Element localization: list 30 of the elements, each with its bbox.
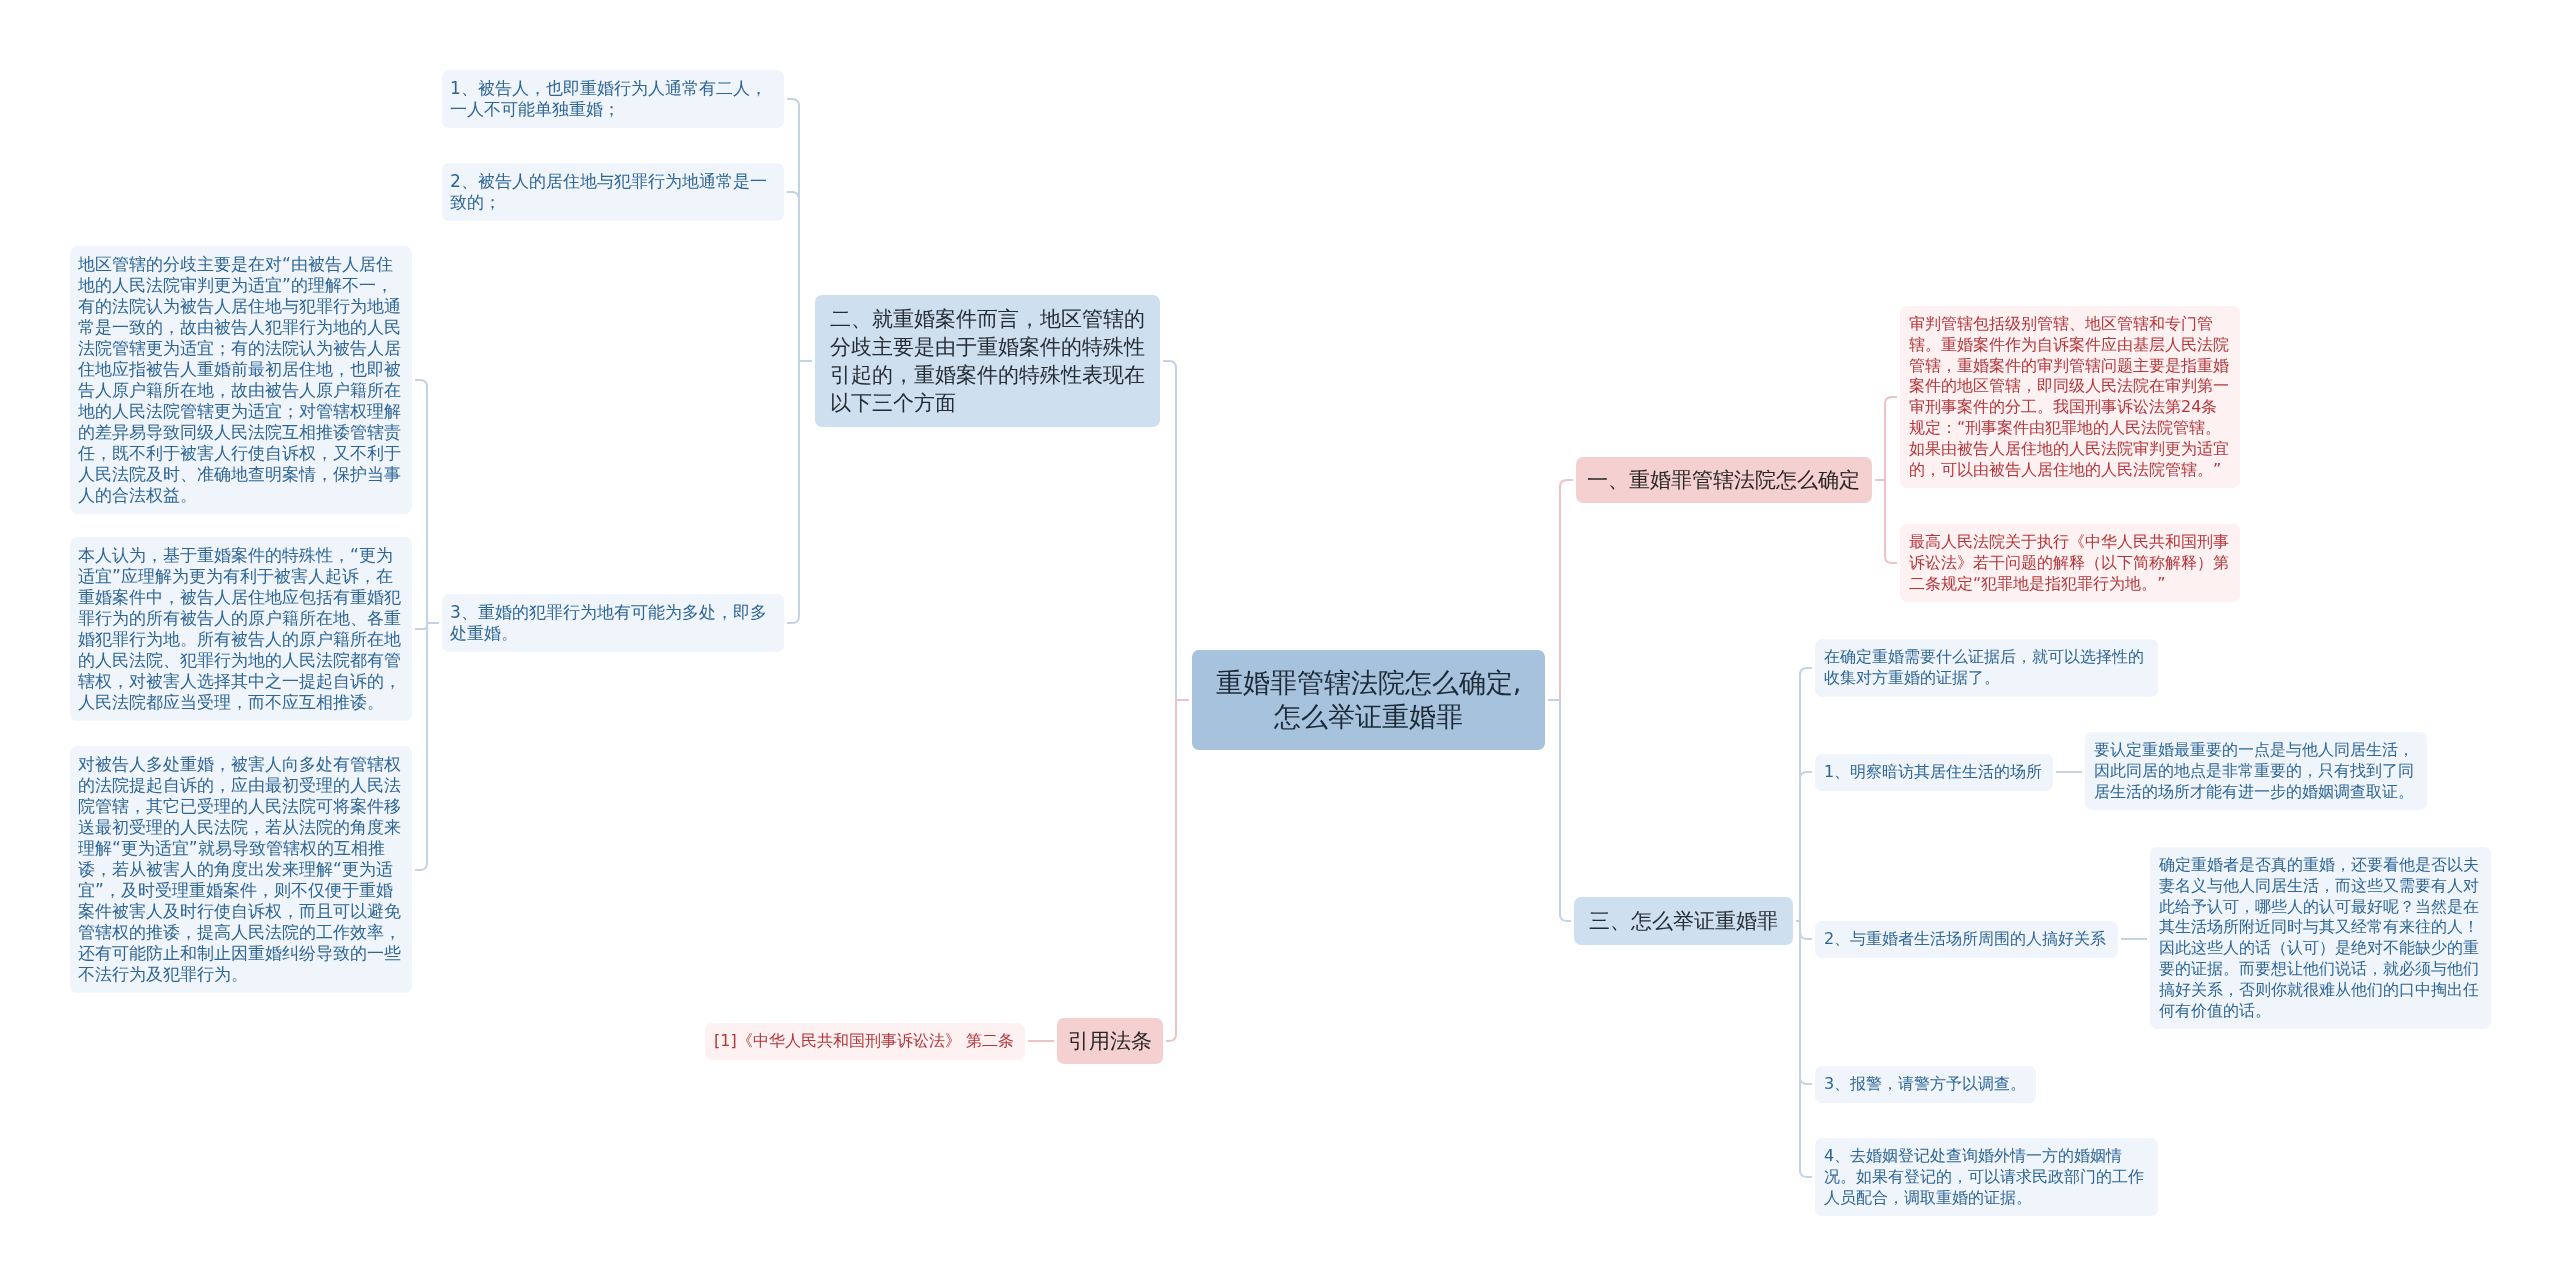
subtopic: [1]《中华人民共和国刑事诉讼法》 第二条 — [705, 1023, 1025, 1060]
connector-line — [2055, 771, 2083, 773]
subtopic: 4、去婚姻登记处查询婚外情一方的婚姻情况。如果有登记的，可以请求民政部门的工作人员配合，调取重婚的证据。 — [1815, 1138, 2158, 1217]
subtopic: 在确定重婚需要什么证据后，就可以选择性的收集对方重婚的证据了。 — [1815, 639, 2158, 697]
subtopic: 要认定重婚最重要的一点是与他人同居生活，因此同居的地点是非常重要的，只有找到了同居生活的场所才能有进一步的婚姻调查取证。 — [2085, 732, 2427, 811]
connector-line — [414, 622, 440, 871]
subtopic: 2、被告人的居住地与犯罪行为地通常是一致的； — [442, 163, 784, 221]
subtopic: 3、报警，请警方予以调查。 — [1815, 1066, 2036, 1103]
branch-topic: 二、就重婚案件而言，地区管辖的分歧主要是由于重婚案件的特殊性引起的，重婚案件的特殊性表现在以下三个方面 — [815, 295, 1160, 427]
subtopic: 1、被告人，也即重婚行为人通常有二人，一人不可能单独重婚； — [442, 70, 784, 128]
connector-line — [1027, 1040, 1055, 1042]
connector-line — [2120, 938, 2148, 940]
subtopic: 1、明察暗访其居住生活的场所 — [1815, 754, 2053, 791]
connector-line — [1165, 699, 1190, 1042]
branch-topic: 引用法条 — [1057, 1018, 1163, 1064]
subtopic: 最高人民法院关于执行《中华人民共和国刑事诉讼法》若干问题的解释（以下简称解释）第二条规定“犯罪地是指犯罪行为地。” — [1900, 524, 2240, 603]
connector-line — [1874, 479, 1898, 564]
subtopic: 3、重婚的犯罪行为地有可能为多处，即多处重婚。 — [442, 594, 784, 652]
central-topic: 重婚罪管辖法院怎么确定,怎么举证重婚罪 — [1192, 650, 1545, 750]
subtopic: 地区管辖的分歧主要是在对“由被告人居住地的人民法院审判更为适宜”的理解不一，有的法院认为被告人居住地与犯罪行为地通常是一致的，故由被告人犯罪行为地的人民法院管辖更为适宜；有的法院认为被告人居住地应指被告人重婚前最初居住地，也即被告人原户籍所在地，故由被告人原户籍所在地的人民法院管辖更为适宜；对管辖权理解的差异易导致同级人民法院互相推诿管辖责任，既不利于被害人行使自诉权，又不利于人民法院及时、准确地查明案情，保护当事人的合法权益。 — [70, 246, 412, 514]
branch-topic: 三、怎么举证重婚罪 — [1574, 897, 1793, 945]
subtopic: 2、与重婚者生活场所周围的人搞好关系 — [1815, 921, 2118, 958]
subtopic: 确定重婚者是否真的重婚，还要看他是否以夫妻名义与他人同居生活，而这些又需要有人对此给予认可，哪些人的认可最好呢？当然是在其生活场所附近同时与其又经常有来往的人！因此这些人的话（认可）是绝对不能缺少的重要的证据。而要想让他们说话，就必须与他们搞好关系，否则你就很难从他们的口中掏出任何有价值的话。 — [2150, 847, 2491, 1030]
subtopic: 本人认为，基于重婚案件的特殊性，“更为适宜”应理解为更为有利于被害人起诉，在重婚案件中，被告人居住地应包括有重婚犯罪行为的所有被告人的原户籍所在地、各重婚犯罪行为地。所有被告人的原户籍所在地的人民法院、犯罪行为地的人民法院都有管辖权，对被害人选择其中之一提起自诉的，人民法院都应当受理，而不应互相推诿。 — [70, 537, 412, 721]
branch-topic: 一、重婚罪管辖法院怎么确定 — [1576, 457, 1872, 503]
connector-line — [1547, 699, 1572, 922]
subtopic: 审判管辖包括级别管辖、地区管辖和专门管辖。重婚案件作为自诉案件应由基层人民法院管辖，重婚案件的审判管辖问题主要是指重婚案件的地区管辖，即同级人民法院在审判第一审刑事案件的分工。我国刑事诉讼法第24条规定：“刑事案件由犯罪地的人民法院管辖。如果由被告人居住地的人民法院审判更为适宜的，可以由被告人居住地的人民法院管辖。” — [1900, 306, 2240, 489]
connector-line — [786, 360, 813, 624]
connector-line — [1795, 920, 1813, 1178]
subtopic: 对被告人多处重婚，被害人向多处有管辖权的法院提起自诉的，应由最初受理的人民法院管辖，其它已受理的人民法院可将案件移送最初受理的人民法院，若从法院的角度来理解“更为适宜”就易导致管辖权的互相推诿，若从被害人的角度出发来理解“更为适宜”，及时受理重婚案件，则不仅便于重婚案件被害人及时行使自诉权，而且可以避免管辖权的推诿，提高人民法院的工作效率，还有可能防止和制止因重婚纠纷导致的一些不法行为及犯罪行为。 — [70, 746, 412, 993]
